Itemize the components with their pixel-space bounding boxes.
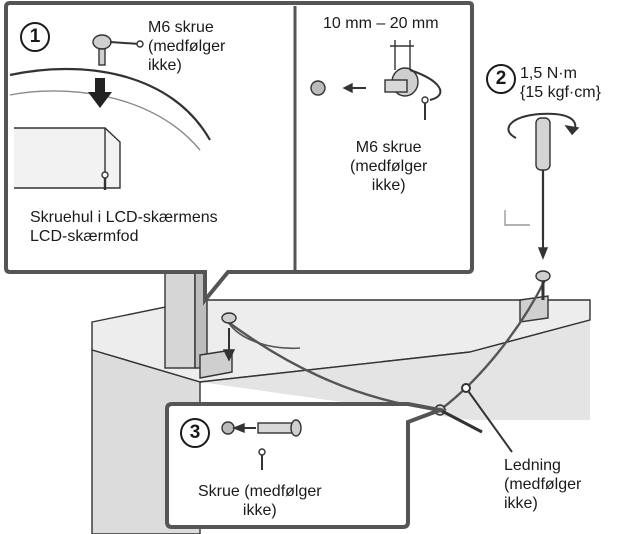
callout-3-screw-label: Skrue (medfølger ikke) (198, 483, 322, 519)
callout-1b-screw-label: M6 skrue (medfølger ikke) (350, 139, 428, 194)
screwdriver (507, 112, 580, 260)
callout-3-panel (165, 402, 448, 529)
torque-label: 1,5 N·m {15 kgf·cm} (520, 65, 601, 101)
cord-pointer (461, 383, 513, 453)
post-screw (221, 312, 237, 362)
cord-label: Ledning (medfølger ikke) (504, 457, 582, 512)
dimension-label: 10 mm – 20 mm (323, 15, 439, 32)
wall-bracket (504, 210, 549, 323)
stand-foot-drawing (9, 67, 211, 190)
callout-1-panel (4, 0, 474, 306)
callout-1b-screw (310, 40, 442, 120)
callout-1-screw-label: M6 skrue (medfølger ikke) (148, 19, 226, 74)
step-3-badge: 3 (180, 418, 210, 448)
callout-1-down-arrow (88, 78, 112, 108)
callout-3-screw (221, 419, 302, 470)
step-2-badge: 2 (486, 64, 516, 94)
step-2-screw (535, 270, 551, 300)
step-1-badge: 1 (20, 22, 50, 52)
screw-hole-label: Skruehul i LCD-skærmens LCD-skærmfod (30, 209, 218, 245)
callout-1-screw (92, 34, 144, 66)
